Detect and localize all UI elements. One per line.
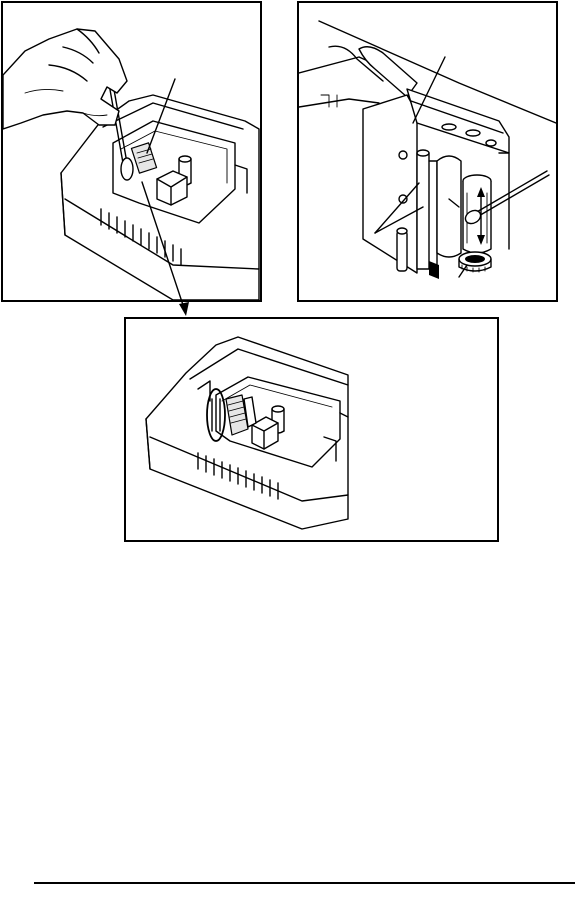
figure-print-head-cleaning	[1, 1, 262, 302]
print-head-cleaning-illustration	[3, 3, 260, 300]
pinch-roller-icon	[437, 156, 491, 257]
hand-icon	[3, 29, 127, 129]
footer-rule	[34, 882, 575, 884]
figure-roller-cleaning	[297, 1, 558, 302]
cassette-compartment-icon	[146, 337, 348, 529]
cassette-compartment-icon	[61, 95, 259, 300]
figure-print-head-detail	[124, 317, 499, 542]
print-head-detail-illustration	[126, 319, 497, 540]
roller-cleaning-illustration	[299, 3, 556, 300]
